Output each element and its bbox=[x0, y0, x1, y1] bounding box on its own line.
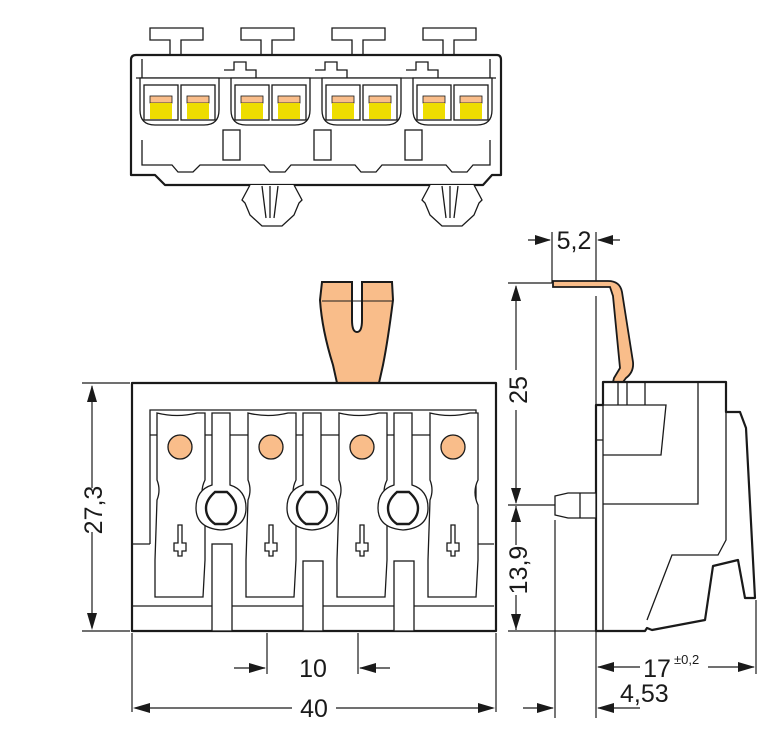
separator-slot bbox=[393, 560, 415, 632]
contact-yellow bbox=[278, 103, 300, 119]
separator-top bbox=[315, 61, 348, 78]
pole-contact-strip bbox=[427, 412, 479, 598]
dim-pitch: 10 bbox=[299, 655, 327, 683]
separator-slot bbox=[211, 543, 233, 632]
contact-yellow bbox=[187, 103, 209, 119]
screw-hole bbox=[204, 490, 238, 526]
test-point-circle bbox=[258, 434, 284, 460]
front-view-release-lever bbox=[318, 281, 395, 384]
ground-symbol bbox=[264, 524, 278, 557]
separator-top bbox=[224, 61, 257, 78]
separator-slot bbox=[222, 129, 241, 161]
test-point-circle bbox=[349, 434, 375, 460]
lever-head-top bbox=[240, 27, 295, 56]
lever-head-top bbox=[331, 27, 386, 56]
side-view-body bbox=[594, 380, 757, 633]
separator-top bbox=[406, 61, 439, 78]
contact-yellow bbox=[423, 103, 445, 119]
dim-pin-height: 13,9 bbox=[505, 546, 533, 595]
lever-head-top bbox=[149, 27, 204, 56]
snap-in-foot-slot bbox=[261, 185, 279, 219]
front-view-inner-frame bbox=[132, 409, 494, 607]
screw-hole bbox=[386, 490, 420, 526]
contact-orange bbox=[277, 95, 301, 104]
lever-head-top bbox=[422, 27, 477, 56]
dim-lever-height: 25 bbox=[505, 376, 533, 404]
contact-yellow bbox=[460, 103, 482, 119]
ground-symbol bbox=[446, 524, 460, 557]
top-view-inner-outline bbox=[141, 59, 491, 173]
contact-yellow bbox=[150, 103, 172, 119]
top-view-clamp-cells bbox=[139, 61, 493, 161]
top-view-lever-heads bbox=[149, 27, 477, 56]
top-view-snap-feet bbox=[241, 184, 483, 227]
dim-width-total: 40 bbox=[300, 695, 328, 723]
test-point-circle bbox=[440, 434, 466, 460]
contact-orange bbox=[149, 95, 173, 104]
ground-symbol bbox=[173, 524, 187, 557]
contact-orange bbox=[368, 95, 392, 104]
side-view-inner-lines bbox=[596, 382, 727, 631]
side-view-release-lever bbox=[552, 280, 635, 387]
contact-yellow bbox=[332, 103, 354, 119]
dim-lever-offset: 5,2 bbox=[557, 227, 592, 255]
contact-orange bbox=[331, 95, 355, 104]
contact-orange bbox=[459, 95, 483, 104]
top-view bbox=[129, 27, 503, 227]
snap-in-foot bbox=[241, 184, 303, 227]
contact-orange bbox=[422, 95, 446, 104]
snap-in-foot-slot bbox=[441, 185, 459, 219]
separator-slot bbox=[313, 129, 332, 161]
snap-in-foot bbox=[421, 184, 483, 227]
contact-yellow bbox=[369, 103, 391, 119]
test-point-circle bbox=[167, 434, 193, 460]
separator-slot bbox=[302, 560, 324, 632]
separator-slot bbox=[404, 129, 423, 161]
front-view bbox=[130, 281, 498, 633]
side-view bbox=[552, 280, 757, 633]
front-view-poles bbox=[154, 412, 479, 632]
contact-orange bbox=[186, 95, 210, 104]
dim-pin-offset: 4,53 bbox=[620, 680, 669, 708]
dim-depth-tolerance: ±0,2 bbox=[674, 652, 699, 667]
contact-yellow bbox=[241, 103, 263, 119]
contact-orange bbox=[240, 95, 264, 104]
dim-height-total: 27,3 bbox=[80, 486, 108, 535]
ground-symbol bbox=[355, 524, 369, 557]
dimension-lines: 27,3 40 10 5,2 25 bbox=[80, 227, 757, 723]
screw-hole bbox=[295, 490, 329, 526]
side-view-coding-pin bbox=[554, 492, 597, 519]
dim-depth: 17 bbox=[643, 655, 671, 683]
arrow-down bbox=[87, 613, 97, 630]
arrow-up bbox=[87, 385, 97, 402]
